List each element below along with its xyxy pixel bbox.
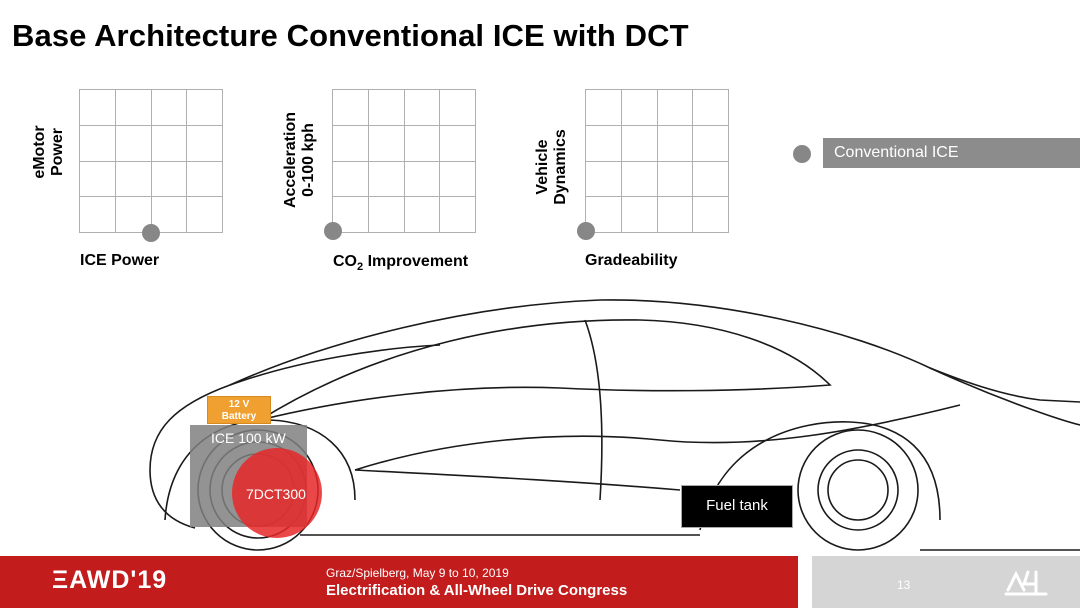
footer-banner [0, 556, 798, 608]
page-number: 13 [897, 578, 911, 592]
dct-transmission-label: 7DCT300 [246, 486, 306, 502]
chart-x-label: ICE Power [80, 252, 160, 269]
chart-grid-dynamics-grade [585, 89, 729, 233]
chart-marker [142, 224, 160, 242]
chart-marker [577, 222, 595, 240]
ice-engine-label: ICE 100 kW [211, 430, 286, 446]
event-place-date: Graz/Spielberg, May 9 to 10, 2019 [326, 566, 509, 580]
slide-title: Base Architecture Conventional ICE with … [12, 18, 689, 53]
chart-x-label: Gradeability [585, 252, 678, 269]
chart-x-label: CO2 Improvement [333, 253, 469, 274]
legend-marker [793, 145, 811, 163]
dct-transmission [232, 448, 322, 538]
chart-grid-accel-co2 [332, 89, 476, 233]
legend-label: Conventional ICE [823, 138, 1080, 168]
chart-marker [324, 222, 342, 240]
chart-grid-emotor-ice [79, 89, 223, 233]
fuel-tank: Fuel tank [681, 485, 793, 528]
event-name: Electrification & All-Wheel Drive Congre… [326, 582, 628, 599]
eawd-logo: ΞAWD'19 [52, 566, 168, 594]
a2mac-brand-icon [1004, 570, 1048, 596]
